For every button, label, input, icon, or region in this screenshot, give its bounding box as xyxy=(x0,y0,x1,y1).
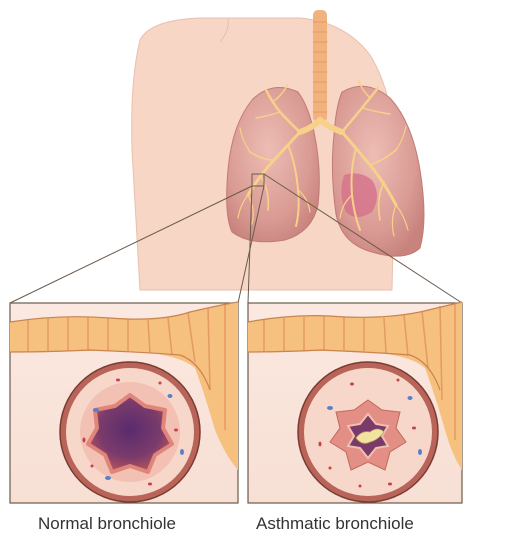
cross-section-normal xyxy=(60,362,200,502)
caption-asthmatic-bronchiole: Asthmatic bronchiole xyxy=(256,514,414,534)
cross-section-asthmatic xyxy=(298,362,438,502)
panel-normal xyxy=(10,302,238,503)
trachea-tube xyxy=(313,10,327,122)
trachea xyxy=(313,10,327,122)
right-lung-lower-lobe xyxy=(341,173,377,217)
caption-normal-bronchiole: Normal bronchiole xyxy=(38,514,176,534)
panel-asthmatic xyxy=(248,302,462,503)
